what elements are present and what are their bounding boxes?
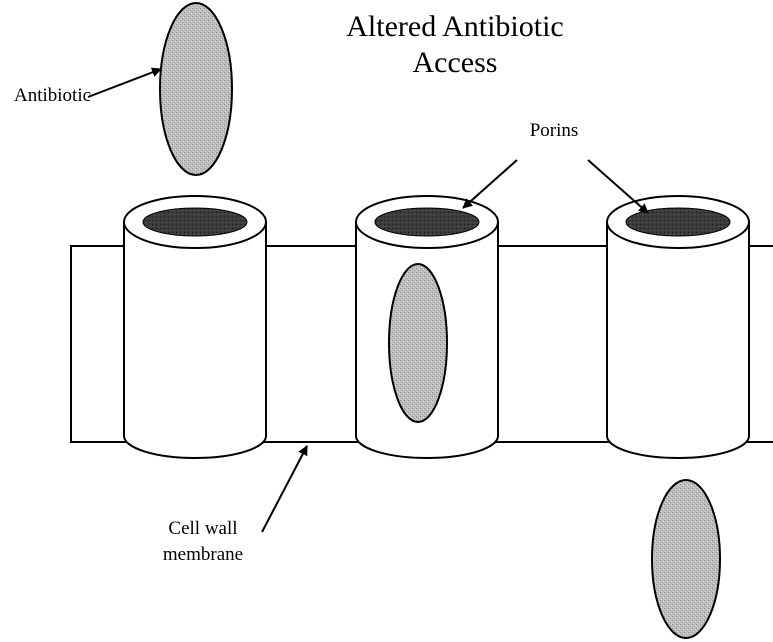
antibiotic-arrow: [88, 69, 161, 97]
membrane-label-line-1: Cell wall: [168, 518, 237, 539]
porin-2-channel: [375, 208, 479, 236]
antibiotic-label: Antibiotic: [14, 85, 91, 106]
porins-arrow-to-porin-2: [463, 160, 517, 208]
porin-3: [607, 196, 749, 458]
antibiotic-molecule-in-porin: [389, 264, 447, 422]
membrane-arrow: [262, 446, 307, 532]
porin-3-channel: [626, 208, 730, 236]
porins-arrow-to-porin-3: [588, 160, 648, 213]
porin-1: [124, 196, 266, 458]
membrane-label-line-2: membrane: [163, 544, 243, 565]
diagram-title-line-1: Altered Antibiotic: [346, 10, 563, 43]
antibiotic-molecule-outside: [160, 3, 232, 175]
antibiotic-molecule-inside: [652, 480, 720, 638]
diagram-title-line-2: Access: [413, 46, 498, 79]
porin-1-channel: [143, 208, 247, 236]
porins-label: Porins: [530, 120, 579, 141]
